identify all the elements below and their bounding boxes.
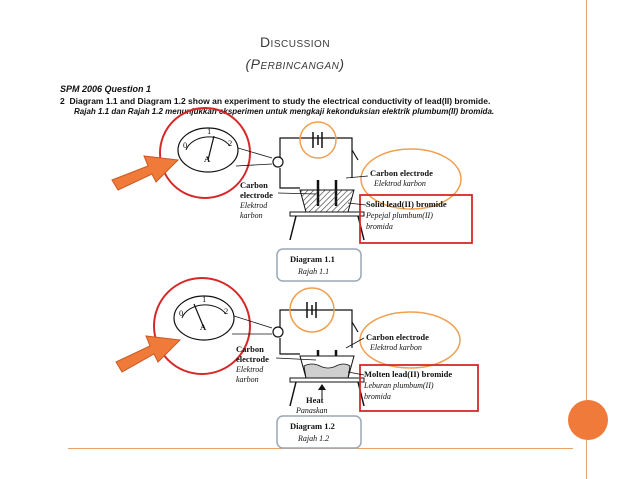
caption-2-ms: Rajah 1.2: [297, 434, 329, 443]
question-number: 2: [60, 96, 65, 106]
substance-label-1: Solid lead(II) bromide: [366, 199, 447, 209]
substance-ms-2a: Leburan plumbum(II): [363, 381, 434, 390]
heat-label-2: Heat: [306, 395, 324, 405]
ammeter-dial-enlarged-2: A 0 1 2: [173, 294, 235, 341]
carbon-electrode-left-ms-1b: karbon: [240, 211, 263, 220]
substance-label-2: Molten lead(II) bromide: [364, 369, 452, 379]
carbon-electrode-left-ms-1a: Elektrod: [239, 201, 268, 210]
carbon-electrode-right-label-2: Carbon electrode: [366, 332, 429, 342]
carbon-electrode-right-label-1: Carbon electrode: [370, 168, 433, 178]
ammeter-letter-2: A: [200, 322, 207, 332]
slide-title: Discussion (Perbincangan): [200, 34, 390, 72]
crucible-setup-2: [289, 350, 365, 407]
caption-1-en: Diagram 1.1: [290, 254, 335, 264]
diagram-1-1: A 0 1 2: [111, 107, 473, 282]
scale-0-2: 0: [179, 308, 183, 318]
question-text-en-body: Diagram 1.1 and Diagram 1.2 show an expe…: [69, 96, 491, 106]
diagram-1-2: A 0 1 2: [115, 277, 479, 449]
substance-ms-1b: bromida: [366, 222, 393, 231]
carbon-electrode-left-ms-2a: Elektrod: [235, 365, 264, 374]
orange-arrow-icon-2: [115, 335, 182, 373]
scale-0-1: 0: [183, 140, 187, 150]
carbon-electrode-left-ms-2b: karbon: [236, 375, 259, 384]
substance-highlight-box-1: [359, 194, 473, 244]
switch-icon-1: [351, 149, 359, 161]
crucible-setup-1: [289, 180, 365, 241]
circuit-1: [272, 137, 353, 189]
orange-arrow-icon-1: [111, 155, 180, 191]
title-discussion: Discussion: [259, 34, 331, 50]
right-frame-line: [586, 0, 587, 479]
switch-icon-2: [351, 321, 359, 333]
substance-ms-2b: bromida: [364, 392, 391, 401]
question-header: SPM 2006 Question 1: [60, 84, 152, 94]
decorative-orange-dot: [568, 400, 608, 440]
ammeter-letter-1: A: [204, 154, 211, 164]
substance-ms-1a: Pepejal plumbum(II): [365, 211, 433, 220]
substance-highlight-box-2: [359, 364, 479, 412]
question-text-ms: Rajah 1.1 dan Rajah 1.2 menunjukkan eksp…: [74, 107, 495, 116]
carbon-electrode-left-1b: electrode: [240, 190, 273, 200]
battery-icon-2: [306, 302, 317, 318]
battery-icon-1: [312, 132, 323, 148]
caption-box-1: [276, 248, 362, 282]
heat-ms-2: Panaskan: [295, 406, 328, 415]
ammeter-zoom-highlight-1: [159, 107, 251, 199]
caption-2-en: Diagram 1.2: [290, 421, 335, 431]
scale-2-1: 2: [228, 138, 232, 148]
carbon-electrode-right-ms-2: Elektrod karbon: [369, 343, 422, 352]
carbon-electrode-left-2a: Carbon: [236, 344, 264, 354]
title-perbincangan: (Perbincangan): [245, 56, 345, 72]
battery-highlight-2: [289, 287, 335, 333]
carbon-electrode-highlight-1: [360, 148, 462, 210]
battery-highlight-1: [299, 121, 337, 159]
carbon-electrode-left-1a: Carbon: [240, 180, 268, 190]
caption-box-2: [276, 415, 362, 449]
question-text-en: 2 Diagram 1.1 and Diagram 1.2 show an ex…: [60, 96, 490, 106]
carbon-electrode-left-2b: electrode: [236, 354, 269, 364]
scale-1-1: 1: [207, 126, 211, 136]
caption-1-ms: Rajah 1.1: [297, 267, 329, 276]
scale-1-2: 1: [202, 294, 206, 304]
scale-2-2: 2: [224, 306, 228, 316]
carbon-electrode-right-ms-1: Elektrod karbon: [373, 179, 426, 188]
ammeter-dial-enlarged-1: A 0 1 2: [177, 126, 239, 173]
ammeter-zoom-highlight-2: [153, 277, 251, 375]
